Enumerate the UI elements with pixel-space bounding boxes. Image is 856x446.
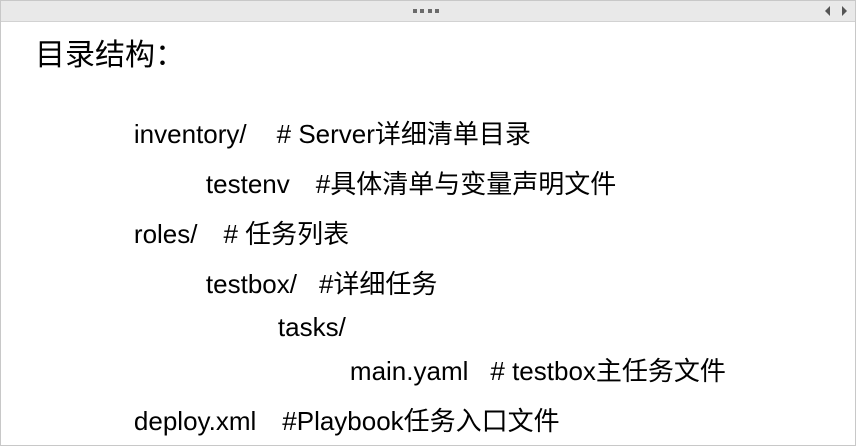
tree-line-tasks: tasks/	[249, 288, 346, 366]
chevron-right-icon[interactable]	[839, 4, 849, 18]
tree-comment: #Playbook任务入口文件	[282, 406, 560, 436]
grip-dot	[434, 9, 439, 13]
tree-path: testbox/	[205, 269, 297, 299]
tree-path: roles/	[133, 219, 198, 249]
tree-comment: #详细任务	[318, 269, 438, 299]
tree-path: main.yaml	[349, 356, 469, 386]
tree-line-testbox: testbox/ #详细任务	[177, 245, 438, 323]
tree-path: deploy.xml	[133, 406, 257, 436]
tree-path: inventory/	[133, 119, 247, 149]
tree-path: testenv	[205, 169, 290, 199]
tree-comment: # Server详细清单目录	[276, 119, 531, 149]
tree-line-inventory: inventory/ # Server详细清单目录	[105, 95, 531, 173]
grip-dot	[427, 9, 432, 13]
tree-line-main-yaml: main.yaml # testbox主任务文件	[321, 332, 726, 410]
grip-dot	[420, 9, 425, 13]
panel-nav	[823, 4, 849, 18]
tree-comment: # testbox主任务文件	[490, 356, 726, 386]
tree-line-roles: roles/ # 任务列表	[105, 195, 349, 273]
tree-line-testenv: testenv #具体清单与变量声明文件	[177, 145, 616, 223]
panel-toolbar	[1, 1, 855, 22]
tree-comment: #具体清单与变量声明文件	[315, 169, 617, 199]
drag-handle-icon[interactable]	[413, 9, 439, 13]
page-title: 目录结构：	[35, 39, 185, 72]
chevron-left-icon[interactable]	[823, 4, 833, 18]
tree-line-deploy: deploy.xml #Playbook任务入口文件	[105, 382, 560, 446]
tree-comment: # 任务列表	[223, 219, 350, 249]
grip-dot	[413, 9, 417, 13]
tree-path: tasks/	[277, 312, 346, 342]
